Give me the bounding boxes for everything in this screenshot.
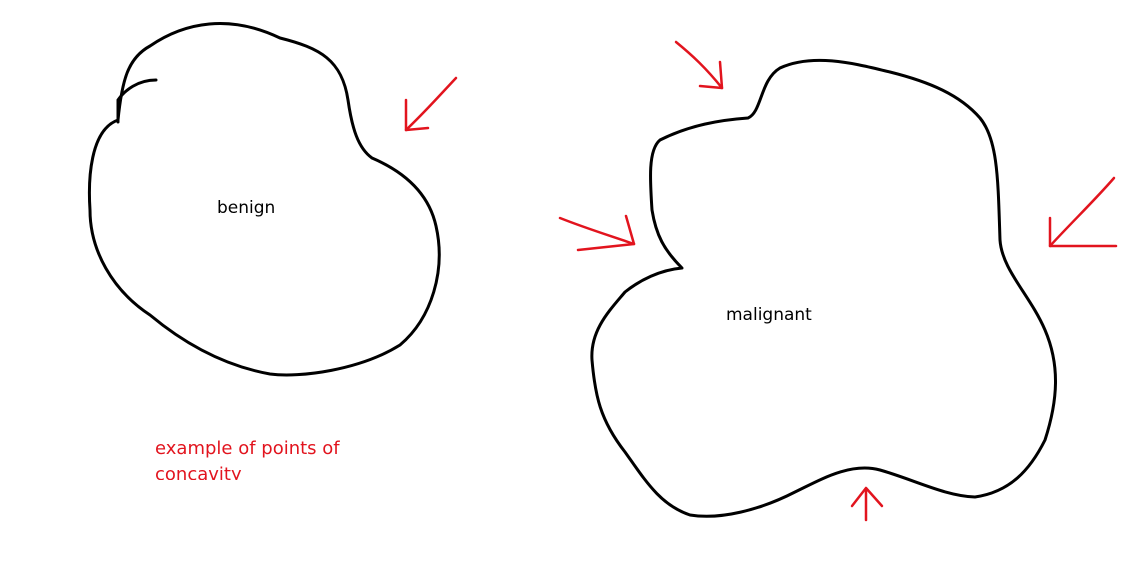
arrow-icon <box>404 76 458 132</box>
malignant-outline <box>590 58 1057 518</box>
arrow-icon <box>674 40 724 90</box>
benign-label: benign <box>217 198 276 218</box>
arrow-icon <box>850 486 884 522</box>
arrow-icon <box>558 214 636 252</box>
concavity-note: example of points of concavity <box>155 438 340 480</box>
malignant-label: malignant <box>726 305 812 325</box>
benign-outline <box>87 22 441 377</box>
benign-overlap-stroke <box>116 78 158 124</box>
arrow-icon <box>1048 176 1118 248</box>
